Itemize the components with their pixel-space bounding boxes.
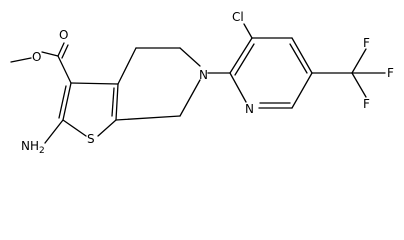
ring-c5-n6 <box>179 47 201 67</box>
carbonyl-double-bond-b <box>61 44 69 59</box>
methyl-o-bond <box>10 57 32 63</box>
thiophene-c7a-c3a-inner <box>111 87 115 117</box>
thiophene-c2-s <box>62 119 87 137</box>
thiophene-c3-c2-inner <box>58 85 67 119</box>
atom-labels: O O S N N Cl F F F NH2 <box>21 10 394 156</box>
amino-bond <box>44 119 64 144</box>
amino-nh-text: NH <box>21 139 39 153</box>
pyr-c2-c3-inner <box>234 43 255 76</box>
ester-carbonyl-oxygen-label: O <box>59 28 68 42</box>
fluorine-bottom-label: F <box>363 97 370 111</box>
pyr-c4-c5-inner <box>289 43 308 74</box>
sulfur-label: S <box>87 132 95 146</box>
pyridine-nitrogen-label: N <box>245 102 254 116</box>
amino-subscript-text: 2 <box>39 146 45 156</box>
bond-lines <box>10 23 386 144</box>
thiophene-s-c7a <box>97 119 117 137</box>
pyr-c2-c3 <box>229 37 253 74</box>
chloro-label: Cl <box>232 10 244 24</box>
chloro-bond <box>243 23 253 39</box>
thiophene-c3-c2 <box>62 82 72 121</box>
cf3-f-bottom-bond <box>351 72 367 98</box>
thiophene-c7a-c3a <box>115 83 119 121</box>
ester-ether-oxygen-label: O <box>32 50 41 64</box>
thiophene-c3a-c3 <box>70 82 119 85</box>
o-carbonyl-bond <box>41 51 59 57</box>
ring-n6-c7 <box>179 79 201 117</box>
ring-c7-c7a <box>115 115 181 121</box>
pyr-c5-c6 <box>291 72 313 109</box>
fluorine-top-label: F <box>363 36 370 50</box>
amino-group-label: NH2 <box>21 139 45 156</box>
piperidine-nitrogen-label: N <box>199 68 208 82</box>
chemical-structure-diagram: O O S N N Cl F F F NH2 <box>10 10 394 156</box>
carbonyl-double-bond-a <box>57 42 65 57</box>
pyr-n1-c2 <box>229 72 247 103</box>
ring-c3a-c4 <box>117 47 137 85</box>
carbonyl-ring-bond <box>57 55 72 84</box>
fluorine-right-label: F <box>387 66 394 80</box>
pyr-c4-c5 <box>291 37 313 74</box>
cf3-f-top-bond <box>351 48 367 74</box>
